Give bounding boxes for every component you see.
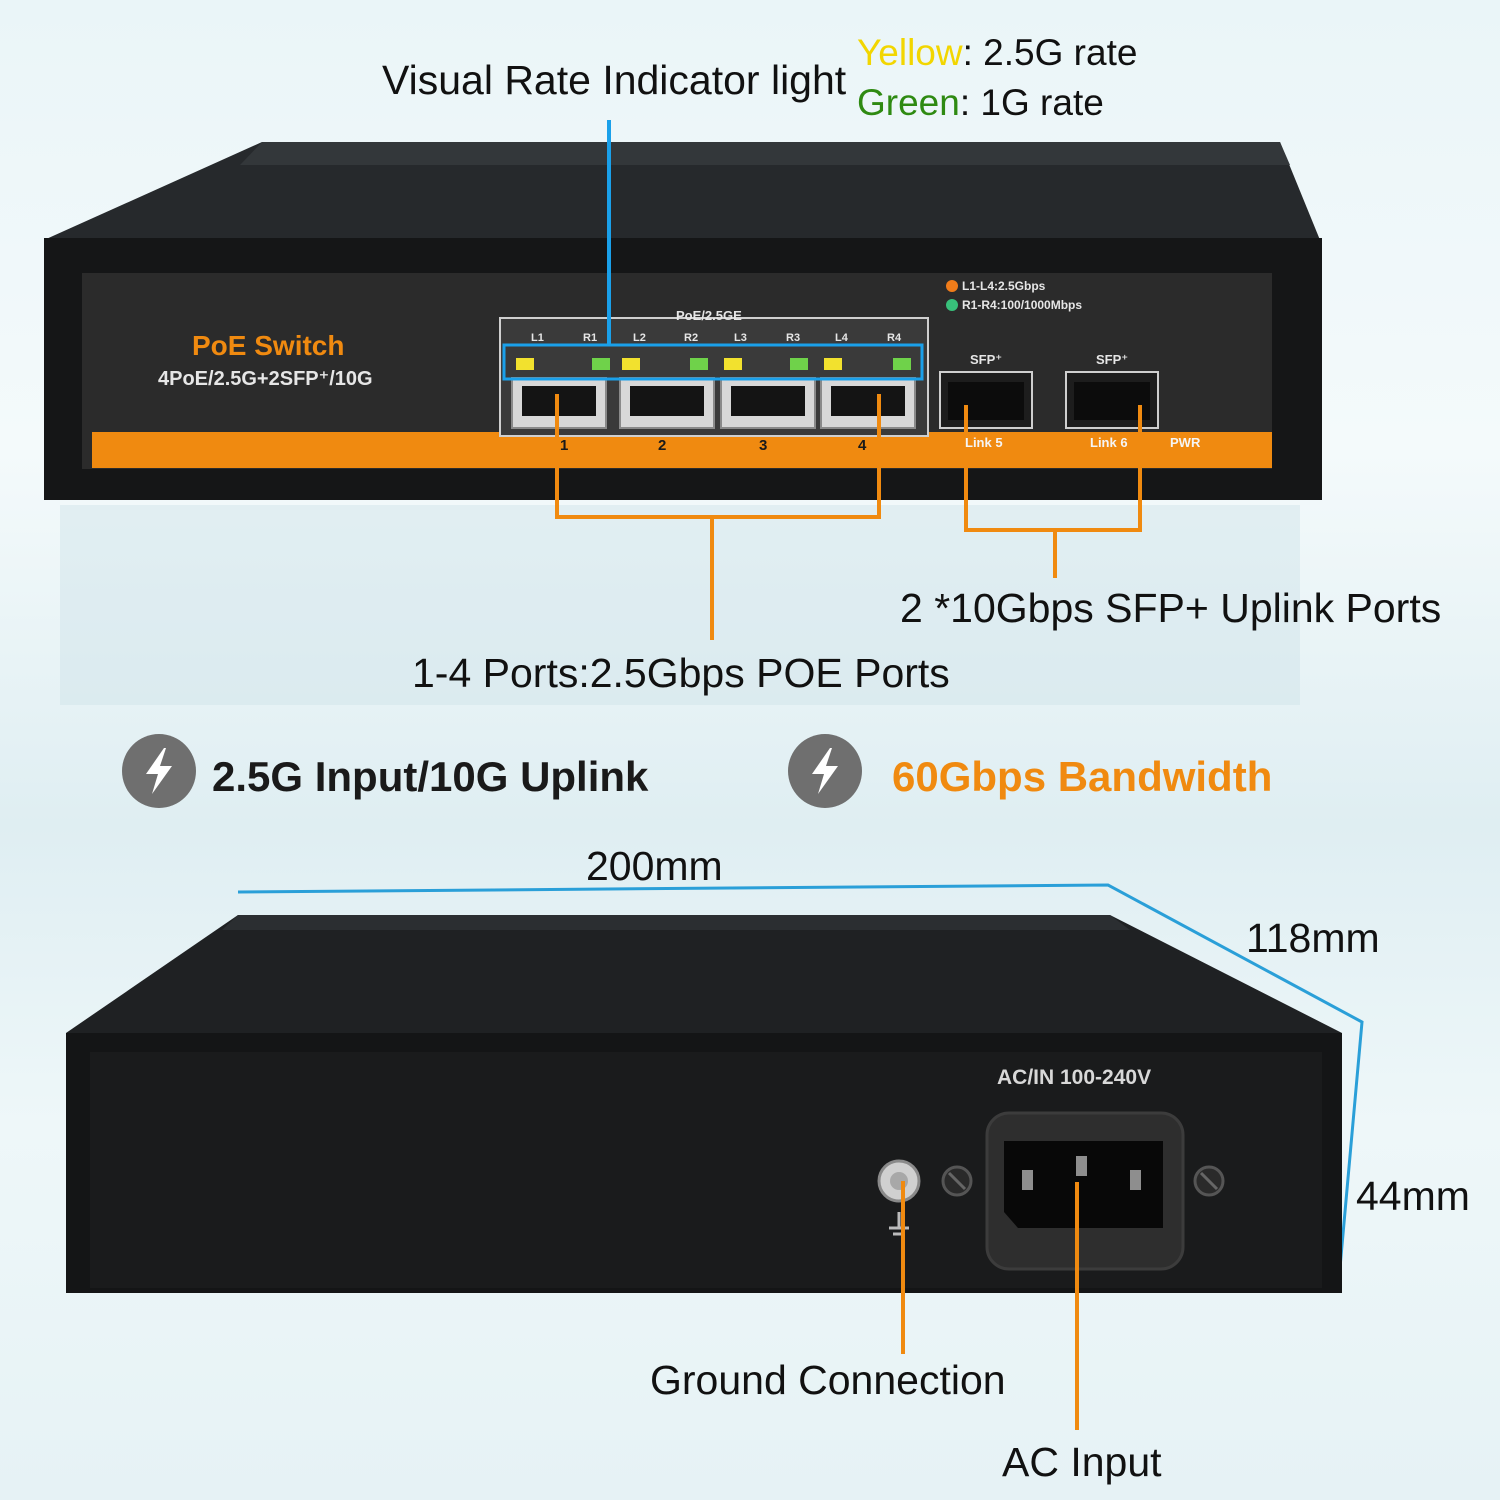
led-label: L3 xyxy=(734,332,747,344)
led-label: R3 xyxy=(786,332,801,344)
ac-input-callout: AC Input xyxy=(1002,1439,1162,1485)
led-label: L1 xyxy=(531,332,544,344)
feature-text: 2.5G Input/10G Uplink xyxy=(212,753,649,800)
dimension-width: 200mm xyxy=(586,843,723,889)
lightning-bolt-icon xyxy=(122,734,196,808)
link5-label: Link 5 xyxy=(965,435,1003,450)
dimension-height: 44mm xyxy=(1356,1173,1470,1219)
lightning-bolt-icon xyxy=(788,734,862,808)
sfp-ports-callout: 2 *10Gbps SFP+ Uplink Ports xyxy=(900,585,1442,631)
led-label: R1 xyxy=(583,332,598,344)
front-group-label: PoE/2.5GE xyxy=(676,308,742,323)
port-number: 4 xyxy=(858,437,867,454)
feature-text: 60Gbps Bandwidth xyxy=(892,753,1273,800)
ground-callout: Ground Connection xyxy=(650,1357,1006,1403)
legend-green-word: Green xyxy=(857,82,960,123)
indicator-callout: Visual Rate Indicator light xyxy=(382,57,847,103)
led-legend-line-1: L1-L4:2.5Gbps xyxy=(962,279,1046,293)
sfp-label-6: SFP⁺ xyxy=(1096,352,1129,367)
port-number: 1 xyxy=(560,437,569,454)
legend-green: Green: 1G rate xyxy=(857,82,1104,123)
dimension-depth: 118mm xyxy=(1246,915,1380,961)
legend-yellow: Yellow: 2.5G rate xyxy=(857,32,1138,73)
front-brand-title: PoE Switch xyxy=(192,330,345,361)
poe-ports-callout: 1-4 Ports:2.5Gbps POE Ports xyxy=(412,650,950,696)
led-label: R4 xyxy=(887,332,902,344)
switch-front-view xyxy=(44,120,1322,705)
led-legend-line-2: R1-R4:100/1000Mbps xyxy=(962,298,1083,312)
rear-power-label: AC/IN 100-240V xyxy=(997,1066,1152,1089)
legend-yellow-word: Yellow xyxy=(857,32,963,73)
port-number: 2 xyxy=(658,437,667,454)
sfp-label-5: SFP⁺ xyxy=(970,352,1003,367)
led-label: L2 xyxy=(633,332,646,344)
port-number: 3 xyxy=(759,437,768,454)
pwr-label: PWR xyxy=(1170,435,1201,450)
led-label: R2 xyxy=(684,332,699,344)
front-model: 4PoE/2.5G+2SFP⁺/10G xyxy=(158,368,373,390)
switch-rear-view xyxy=(66,883,1364,1430)
led-label: L4 xyxy=(835,332,848,344)
link6-label: Link 6 xyxy=(1090,435,1128,450)
